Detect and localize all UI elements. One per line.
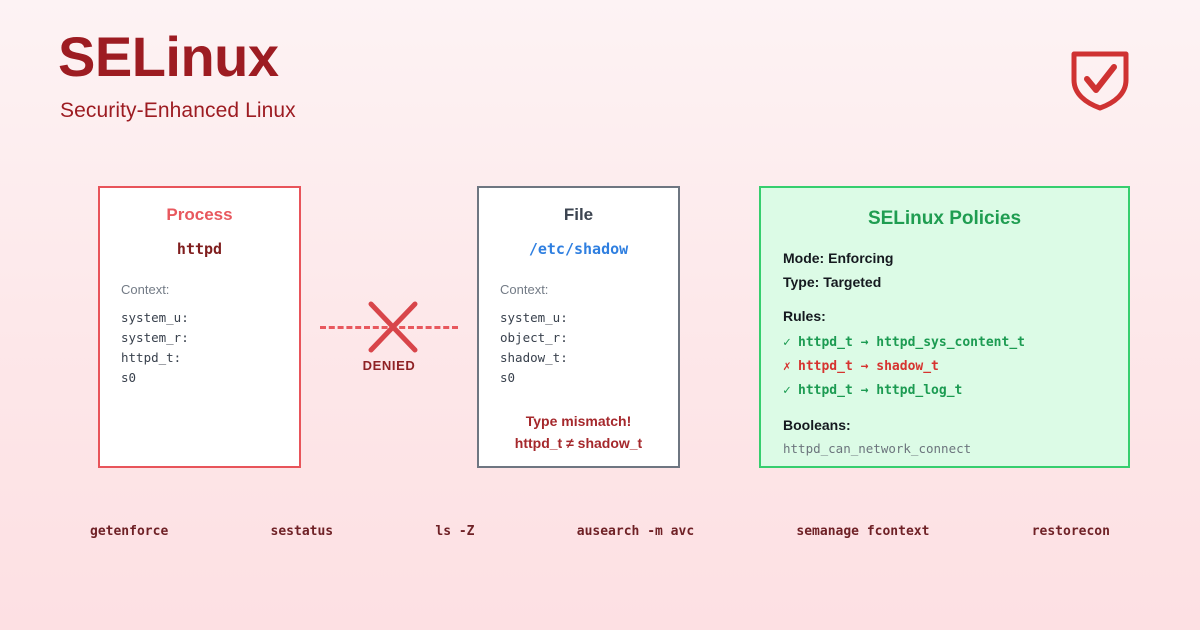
rule-text: httpd_t → shadow_t xyxy=(798,359,939,374)
context-line: object_r: xyxy=(500,330,568,345)
context-line: shadow_t: xyxy=(500,350,568,365)
policy-type: Type: Targeted xyxy=(783,274,882,290)
check-icon: ✓ xyxy=(783,383,791,398)
process-context-label: Context: xyxy=(121,282,170,297)
policies-card: SELinux Policies Mode: Enforcing Type: T… xyxy=(759,186,1130,468)
denied-label: DENIED xyxy=(362,358,416,373)
policy-mode: Mode: Enforcing xyxy=(783,250,894,266)
file-context-label: Context: xyxy=(500,282,549,297)
command-item: ls -Z xyxy=(435,524,475,539)
command-item: restorecon xyxy=(1031,524,1110,539)
process-card-title: Process xyxy=(166,205,233,224)
rule-row: ✗ httpd_t → shadow_t xyxy=(783,355,1128,379)
type-mismatch-alert: Type mismatch! httpd_t ≠ shadow_t xyxy=(479,410,678,454)
rule-row: ✓ httpd_t → httpd_sys_content_t xyxy=(783,331,1128,355)
command-item: getenforce xyxy=(90,524,169,539)
cross-icon: ✗ xyxy=(783,359,791,374)
context-line: s0 xyxy=(121,370,137,385)
booleans-label: Booleans: xyxy=(783,417,851,433)
shield-check-icon xyxy=(1068,48,1132,112)
process-name: httpd xyxy=(176,240,223,258)
policies-body: Mode: Enforcing Type: Targeted Rules: ✓ h… xyxy=(783,246,1128,456)
rule-row: ✓ httpd_t → httpd_log_t xyxy=(783,379,1128,403)
process-card: Process httpd Context: system_u: system_… xyxy=(98,186,301,468)
file-card-title: File xyxy=(563,205,594,224)
rules-label: Rules: xyxy=(783,308,826,324)
context-line: system_u: xyxy=(500,310,568,325)
page-subtitle: Security-Enhanced Linux xyxy=(60,99,296,122)
mismatch-detail: httpd_t ≠ shadow_t xyxy=(514,435,643,451)
context-line: httpd_t: xyxy=(121,350,182,365)
file-card: File /etc/shadow Context: system_u: obje… xyxy=(477,186,680,468)
check-icon: ✓ xyxy=(783,335,791,350)
mismatch-headline: Type mismatch! xyxy=(525,413,632,429)
context-line: s0 xyxy=(500,370,516,385)
rule-text: httpd_t → httpd_sys_content_t xyxy=(798,335,1025,350)
command-item: ausearch -m avc xyxy=(576,524,695,539)
boolean-value: httpd_can_network_connect xyxy=(783,441,972,456)
denied-connector: DENIED xyxy=(305,300,473,390)
command-strip: getenforce sestatus ls -Z ausearch -m av… xyxy=(90,524,1110,539)
dashed-connector-line xyxy=(320,326,458,329)
context-line: system_r: xyxy=(121,330,189,345)
file-path: /etc/shadow xyxy=(528,240,629,258)
rule-text: httpd_t → httpd_log_t xyxy=(798,383,963,398)
process-context-lines: system_u: system_r: httpd_t: s0 xyxy=(121,308,299,388)
command-item: semanage fcontext xyxy=(796,524,930,539)
context-line: system_u: xyxy=(121,310,189,325)
rules-list: ✓ httpd_t → httpd_sys_content_t ✗ httpd_t … xyxy=(783,331,1128,403)
policies-card-title: SELinux Policies xyxy=(867,208,1022,229)
x-cross-icon xyxy=(362,292,424,362)
file-context-lines: system_u: object_r: shadow_t: s0 xyxy=(500,308,678,388)
page-title: SELinux xyxy=(58,25,279,88)
command-item: sestatus xyxy=(270,524,334,539)
